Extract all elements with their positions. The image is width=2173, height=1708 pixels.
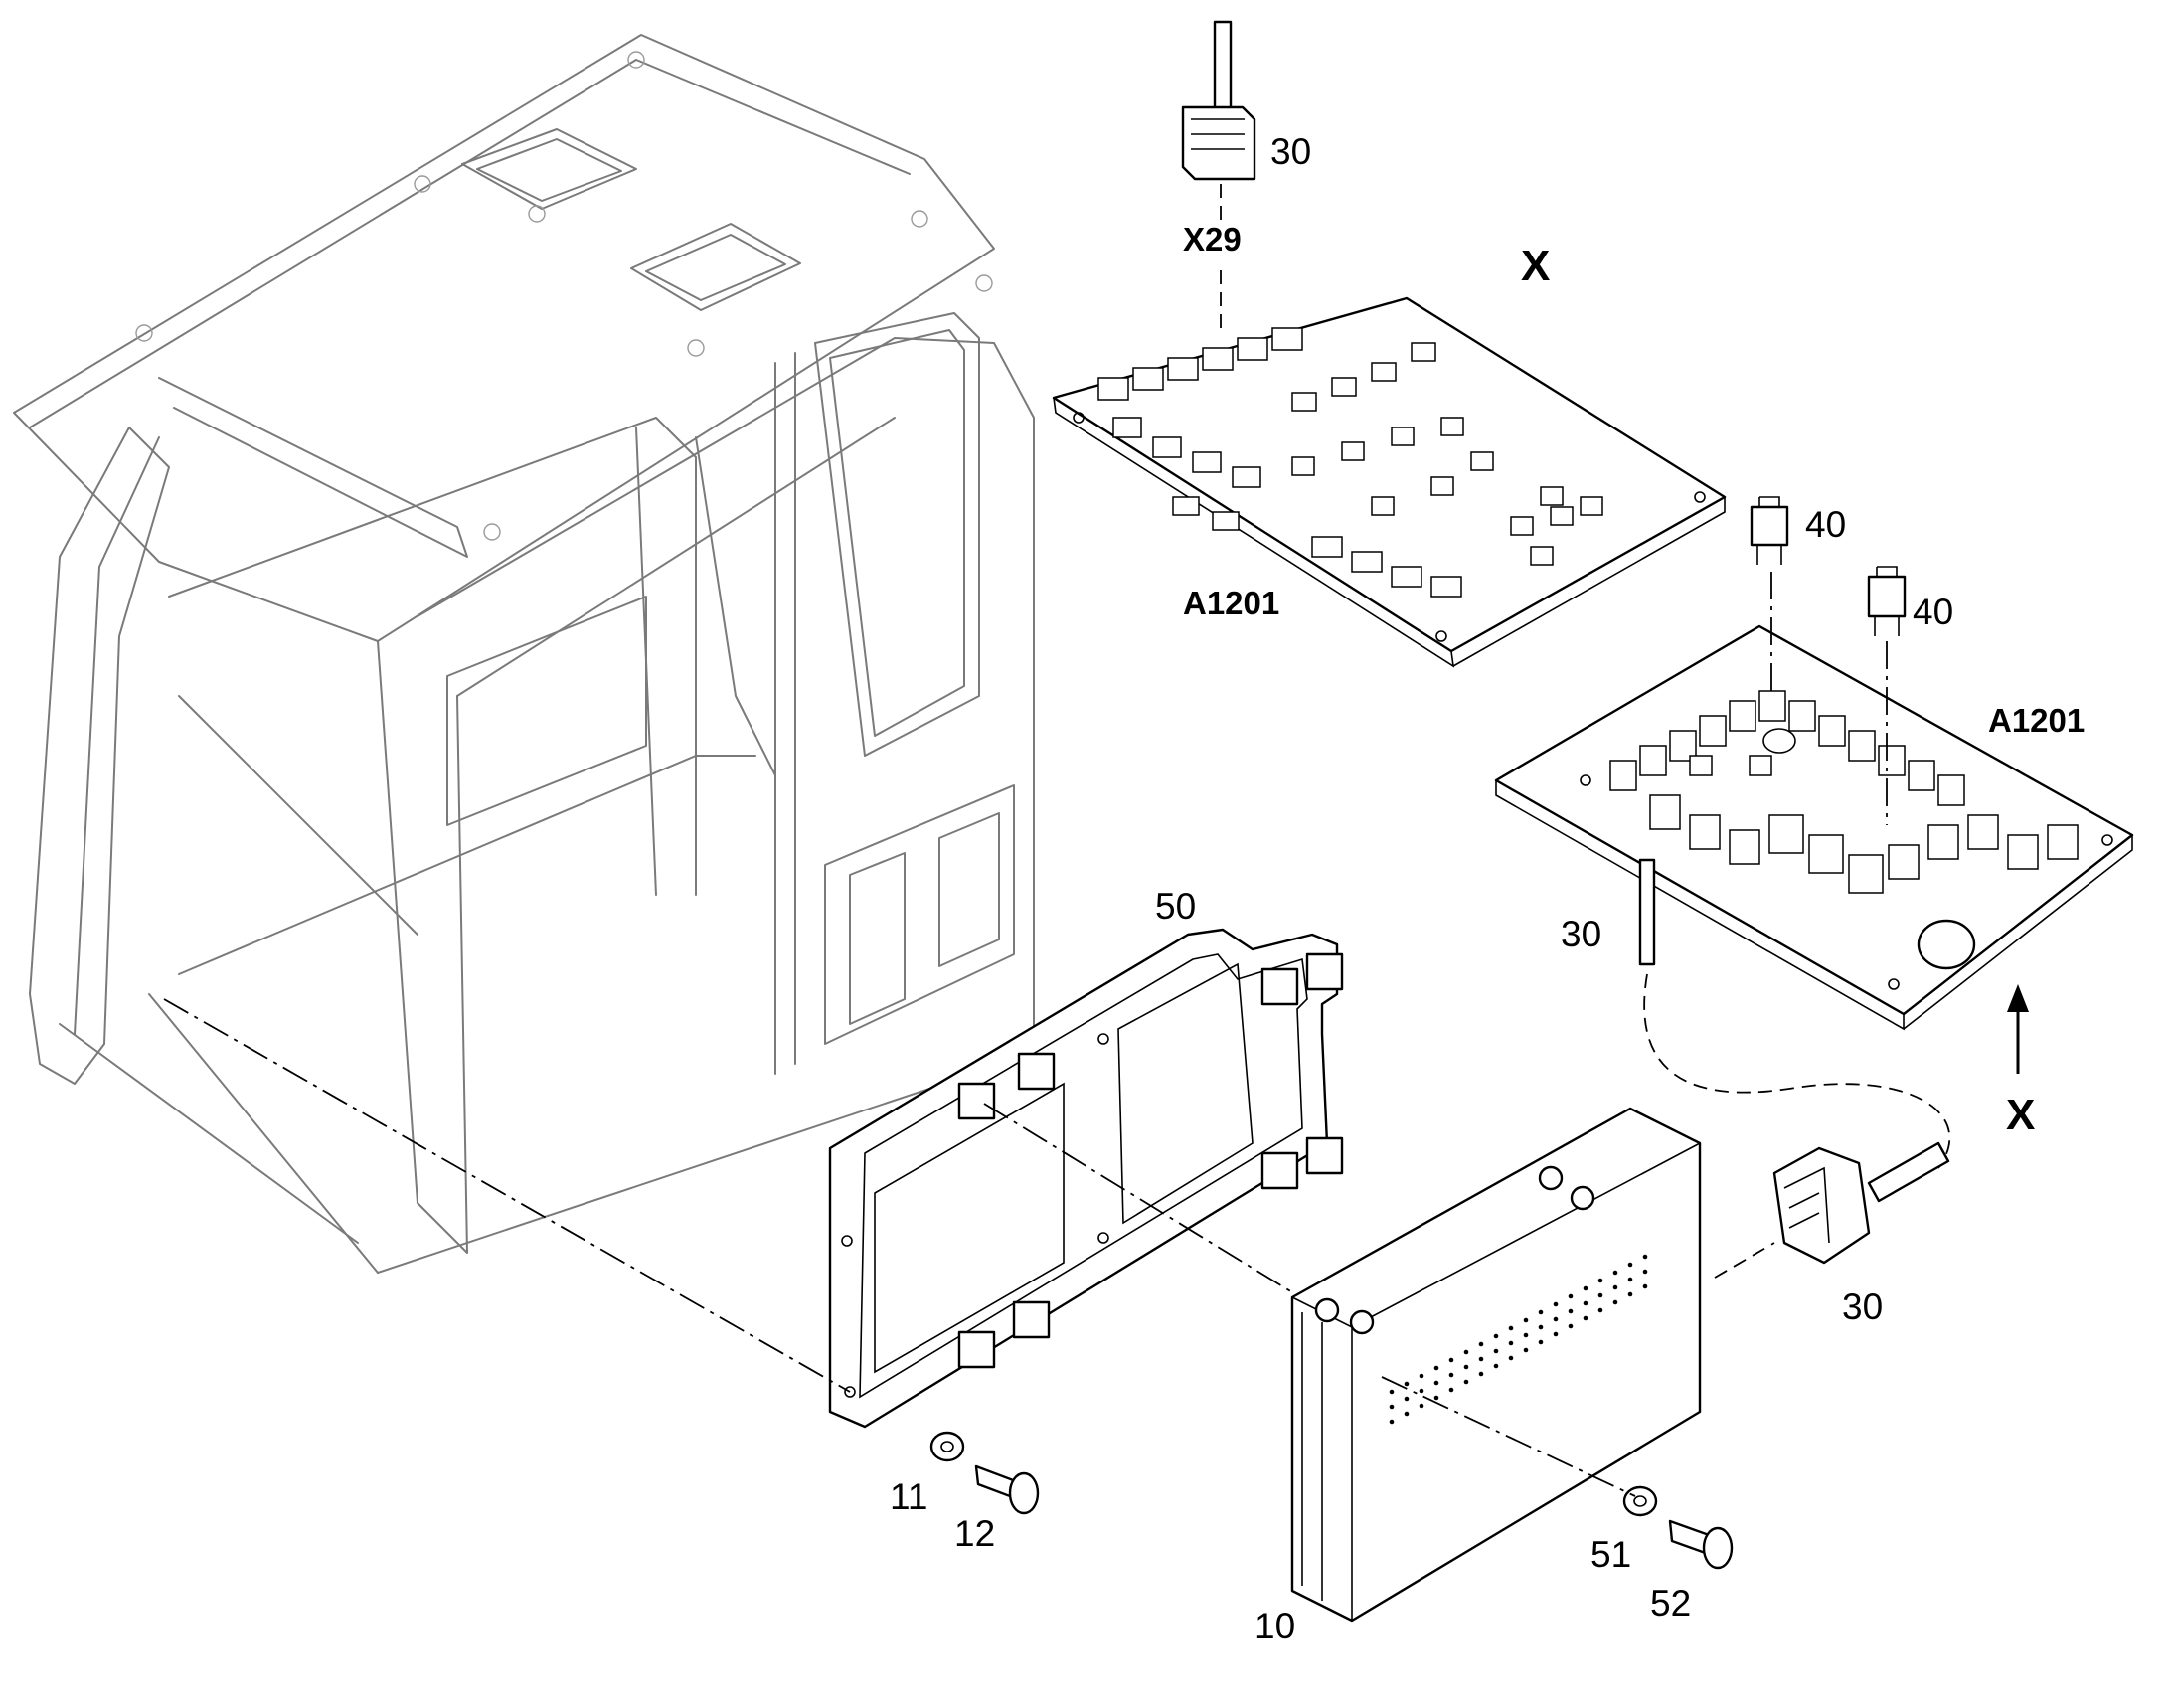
circuit-board-right <box>1494 624 2134 1031</box>
assembly-lines <box>163 998 1636 1497</box>
washer-51 <box>1622 1485 1658 1517</box>
connector-bottom <box>1714 1146 1871 1279</box>
circuit-board-top <box>1052 296 1727 668</box>
callout-view-x: X <box>1521 242 1550 290</box>
callout-bolt-left: 12 <box>954 1513 995 1554</box>
relay-40-a <box>1750 496 1789 696</box>
callout-control-unit: 10 <box>1254 1606 1295 1646</box>
view-arrow <box>2007 984 2029 1074</box>
callout-board-right: A1201 <box>1988 702 2085 739</box>
vent-holes <box>1389 1254 1648 1425</box>
callout-connector-bottom: 30 <box>1842 1286 1883 1327</box>
callout-bracket: 50 <box>1155 886 1196 927</box>
callout-connector-top: 30 <box>1270 131 1311 172</box>
relay-40-b <box>1867 566 1907 825</box>
bolt-12 <box>974 1464 1040 1515</box>
callout-washer-left: 11 <box>890 1476 927 1517</box>
control-unit <box>1290 1107 1702 1623</box>
operator-cab <box>13 34 1035 1274</box>
callout-relay-a: 40 <box>1805 504 1846 545</box>
callout-cable-right: 30 <box>1561 914 1601 954</box>
callout-bolt-right: 52 <box>1650 1583 1691 1623</box>
mounting-bracket <box>828 928 1344 1429</box>
bolt-52 <box>1668 1519 1734 1570</box>
cable-harness <box>1638 858 1951 1203</box>
connector-x29 <box>1181 20 1256 328</box>
callout-labels: 30 X29 X A1201 40 40 A1201 30 X 50 30 11… <box>890 131 2085 1646</box>
callout-view-arrow: X <box>2006 1091 2035 1139</box>
callout-washer-right: 51 <box>1590 1534 1631 1575</box>
washer-11 <box>929 1431 965 1462</box>
callout-x29: X29 <box>1183 221 1242 257</box>
callout-relay-b: 40 <box>1913 592 1953 632</box>
callout-board-top: A1201 <box>1183 585 1279 621</box>
